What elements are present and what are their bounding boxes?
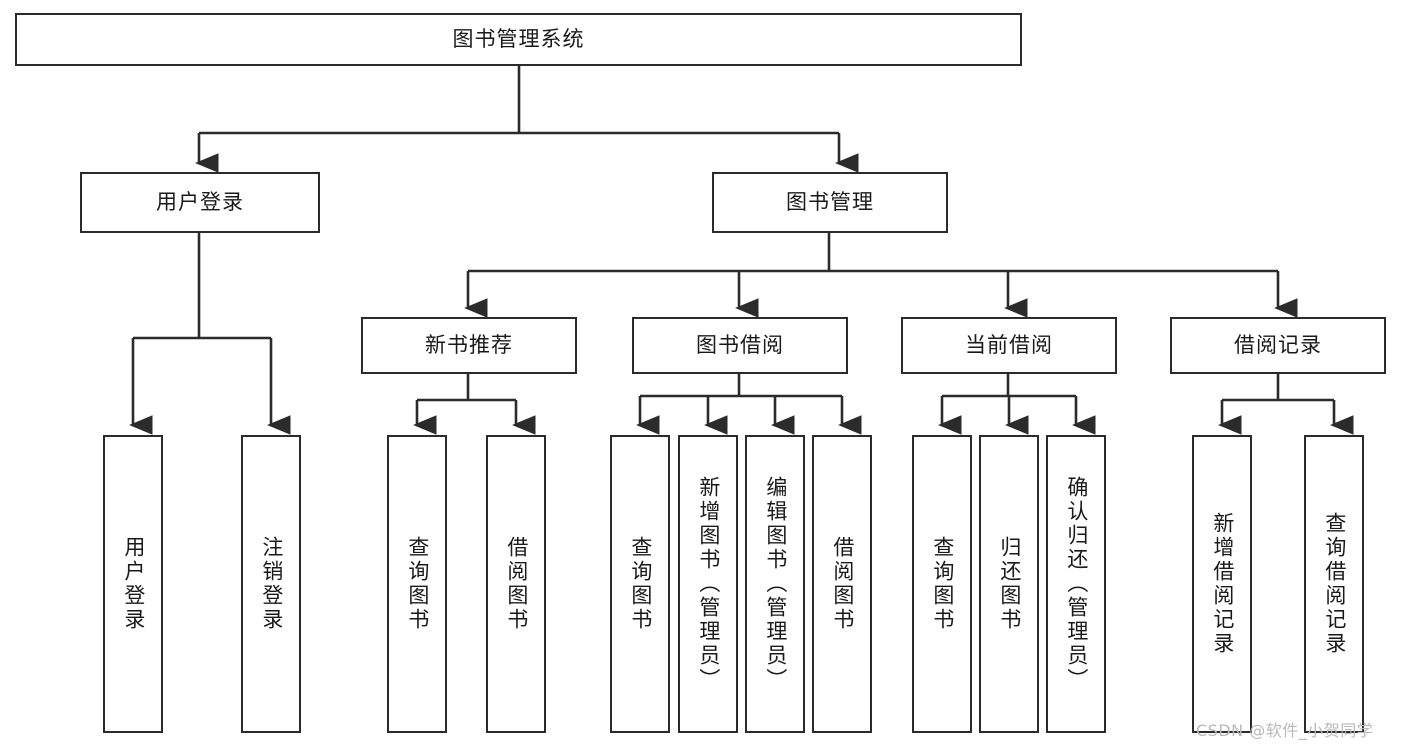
node-leaf-borrow-book-2-label: 借阅图书 — [830, 536, 855, 632]
node-book-manage-label: 图书管理 — [786, 189, 874, 214]
node-leaf-user-login-label: 用户登录 — [121, 536, 146, 632]
node-root-label: 图书管理系统 — [452, 26, 585, 51]
node-leaf-return-book[interactable]: 归还图书 — [979, 435, 1039, 733]
node-new-book-recommend-label: 新书推荐 — [425, 332, 513, 357]
node-leaf-query-record-label: 查询借阅记录 — [1322, 512, 1347, 656]
node-leaf-edit-book-label: 编辑图书（管理员） — [763, 476, 788, 692]
node-leaf-query-book-1[interactable]: 查询图书 — [387, 435, 447, 733]
node-leaf-add-record-label: 新增借阅记录 — [1210, 512, 1235, 656]
node-leaf-borrow-book-2[interactable]: 借阅图书 — [812, 435, 872, 733]
node-leaf-query-record[interactable]: 查询借阅记录 — [1304, 435, 1364, 733]
node-leaf-query-book-3[interactable]: 查询图书 — [912, 435, 972, 733]
node-borrow-record-label: 借阅记录 — [1234, 332, 1322, 357]
node-book-manage[interactable]: 图书管理 — [712, 172, 948, 233]
node-book-borrow-label: 图书借阅 — [696, 332, 784, 357]
node-leaf-user-login[interactable]: 用户登录 — [103, 435, 163, 733]
node-leaf-return-book-label: 归还图书 — [997, 536, 1022, 632]
node-leaf-add-record[interactable]: 新增借阅记录 — [1192, 435, 1252, 733]
node-leaf-confirm-return-label: 确认归还（管理员） — [1064, 476, 1089, 692]
node-current-borrow-label: 当前借阅 — [965, 332, 1053, 357]
node-leaf-query-book-3-label: 查询图书 — [930, 536, 955, 632]
node-current-borrow[interactable]: 当前借阅 — [901, 317, 1117, 374]
node-leaf-confirm-return[interactable]: 确认归还（管理员） — [1046, 435, 1106, 733]
node-leaf-borrow-book-1[interactable]: 借阅图书 — [486, 435, 546, 733]
node-leaf-logout-login-label: 注销登录 — [259, 536, 284, 632]
node-root[interactable]: 图书管理系统 — [15, 13, 1022, 66]
node-book-borrow[interactable]: 图书借阅 — [632, 317, 848, 374]
node-leaf-query-book-2[interactable]: 查询图书 — [610, 435, 670, 733]
node-new-book-recommend[interactable]: 新书推荐 — [361, 317, 577, 374]
node-leaf-edit-book[interactable]: 编辑图书（管理员） — [745, 435, 805, 733]
node-borrow-record[interactable]: 借阅记录 — [1170, 317, 1386, 374]
node-user-login-label: 用户登录 — [156, 189, 244, 214]
node-leaf-add-book[interactable]: 新增图书（管理员） — [678, 435, 738, 733]
node-leaf-logout-login[interactable]: 注销登录 — [241, 435, 301, 733]
node-leaf-add-book-label: 新增图书（管理员） — [696, 476, 721, 692]
node-leaf-query-book-1-label: 查询图书 — [405, 536, 430, 632]
csdn-watermark: CSDN @软件_小贺同学 — [1196, 721, 1374, 740]
node-leaf-query-book-2-label: 查询图书 — [628, 536, 653, 632]
node-leaf-borrow-book-1-label: 借阅图书 — [504, 536, 529, 632]
node-user-login[interactable]: 用户登录 — [80, 172, 320, 233]
